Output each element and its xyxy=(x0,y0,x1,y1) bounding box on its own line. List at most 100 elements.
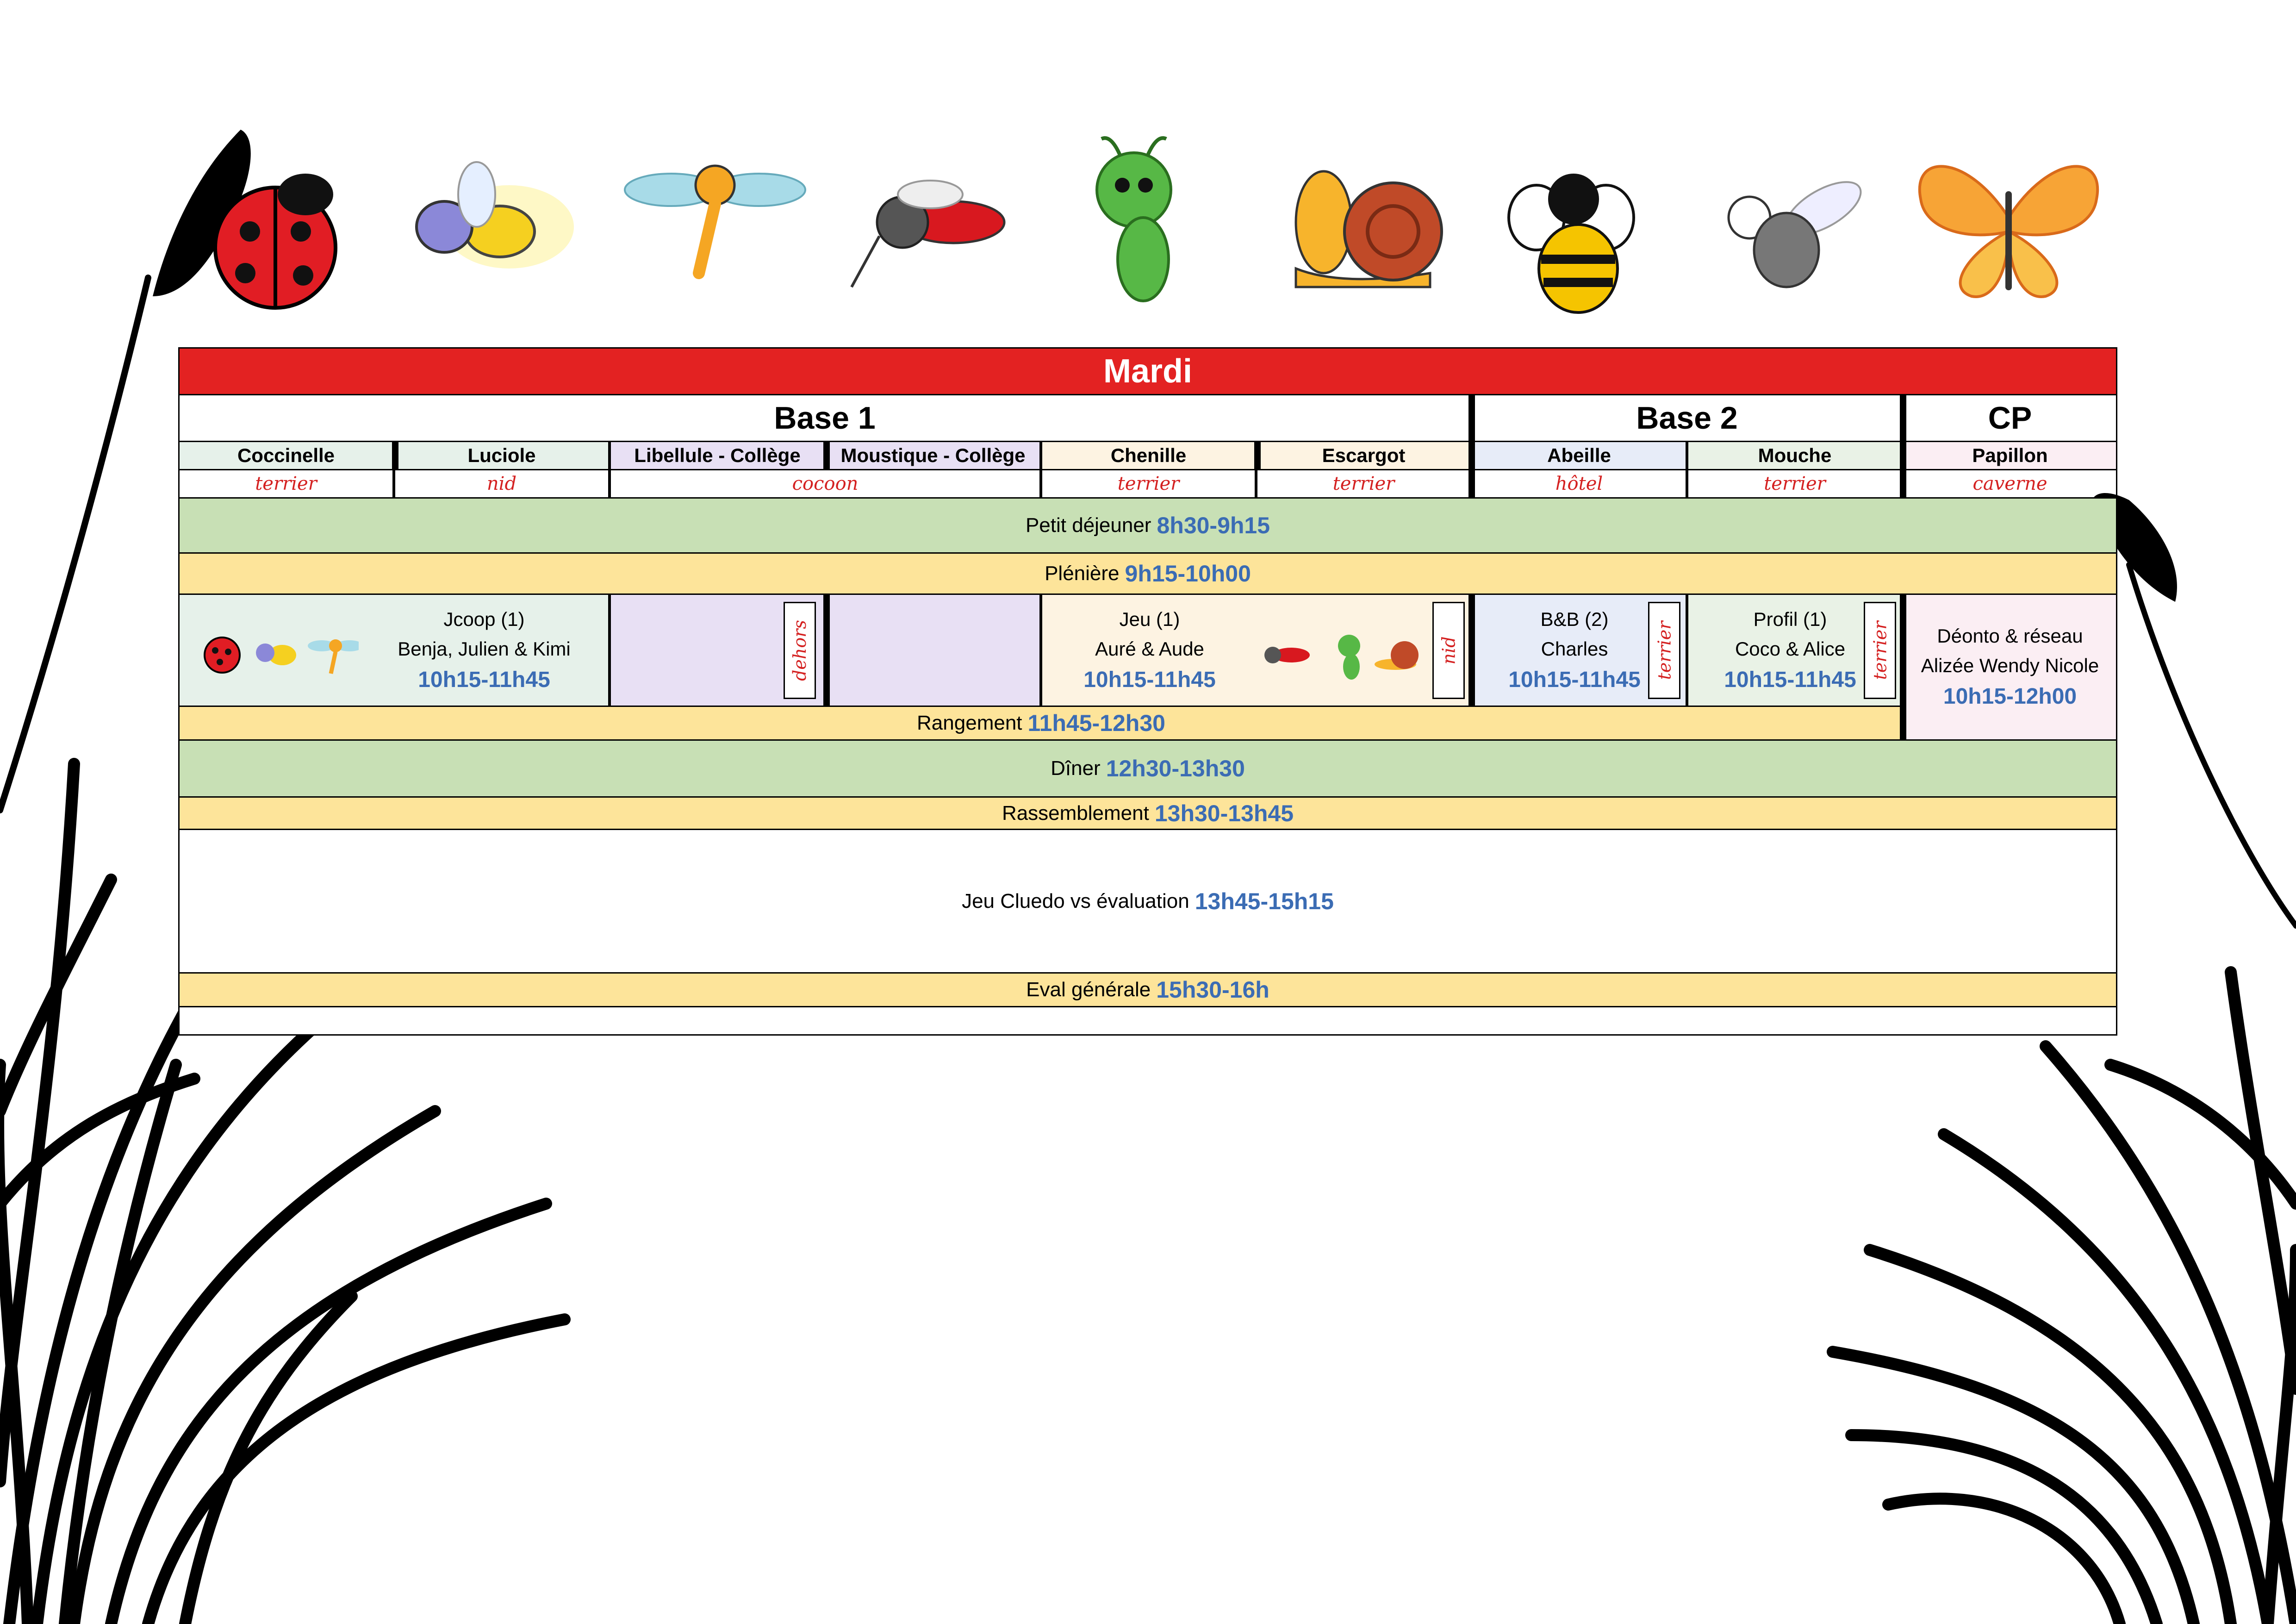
location-text: terrier xyxy=(255,473,317,494)
cp-label: CP xyxy=(1988,400,2032,436)
base-2-header: Base 2 xyxy=(1471,394,1903,442)
location-chenille: terrier xyxy=(1041,469,1256,499)
group-name: Coccinelle xyxy=(237,444,335,466)
row-label: Rassemblement xyxy=(1002,801,1149,824)
activity-title: Jeu (1) xyxy=(1119,608,1180,630)
dragonfly-icon xyxy=(624,164,806,279)
base-2-label: Base 2 xyxy=(1636,400,1738,436)
tag-dehors: dehors xyxy=(784,602,816,699)
location-text: terrier xyxy=(1117,473,1180,494)
location-papillon: caverne xyxy=(1903,469,2117,499)
tag-text: nid xyxy=(1438,636,1459,665)
group-name: Chenille xyxy=(1110,444,1187,466)
location-escargot: terrier xyxy=(1256,469,1471,499)
day-title: Mardi xyxy=(1103,353,1193,390)
activity-people: Alizée Wendy Nicole xyxy=(1921,655,2099,676)
bee-icon xyxy=(1507,174,1635,314)
row-label: Petit déjeuner xyxy=(1025,514,1151,537)
activity-people: Charles xyxy=(1541,637,1608,660)
tag-profil-terrier: terrier xyxy=(1864,602,1896,699)
jeu-insects-icons xyxy=(1264,635,1419,680)
separator xyxy=(1254,441,1261,470)
firefly-small-icon xyxy=(256,643,296,665)
separator xyxy=(392,441,398,470)
activity-title: Déonto & réseau xyxy=(1937,625,2083,647)
base-1-label: Base 1 xyxy=(774,400,876,436)
mosquito-small-icon xyxy=(1264,647,1310,663)
row-label: Plénière xyxy=(1045,562,1120,585)
row-label: Eval générale xyxy=(1026,978,1151,1001)
group-moustique: Moustique - Collège xyxy=(825,441,1041,470)
activity-title: Jcoop (1) xyxy=(443,608,525,630)
row-label: Dîner xyxy=(1051,757,1101,780)
tag-text: terrier xyxy=(1870,621,1890,680)
activity-deonto: Déonto & réseau Alizée Wendy Nicole 10h1… xyxy=(1903,593,2117,741)
group-escargot: Escargot xyxy=(1256,441,1471,470)
location-text: nid xyxy=(486,473,517,494)
group-chenille: Chenille xyxy=(1041,441,1256,470)
row-time: 13h45-15h15 xyxy=(1195,888,1334,914)
snail-icon xyxy=(1294,170,1443,288)
row-time: 15h30-16h xyxy=(1156,977,1269,1003)
row-time: 9h15-10h00 xyxy=(1125,561,1251,587)
activity-time: 10h15-11h45 xyxy=(1083,667,1216,692)
group-name: Mouche xyxy=(1758,444,1832,466)
group-name: Escargot xyxy=(1322,444,1406,466)
group-mouche: Mouche xyxy=(1687,441,1903,470)
ladybug-small-icon xyxy=(204,637,241,674)
location-text: terrier xyxy=(1332,473,1395,494)
group-name: Papillon xyxy=(1972,444,2048,466)
row-label: Jeu Cluedo vs évaluation xyxy=(962,889,1189,912)
butterfly-icon xyxy=(1918,165,2099,298)
activity-title: B&B (2) xyxy=(1540,608,1609,630)
location-coccinelle: terrier xyxy=(178,469,394,499)
row-time: 11h45-12h30 xyxy=(1027,710,1165,736)
activity-time: 10h15-11h45 xyxy=(1724,667,1856,692)
location-text: caverne xyxy=(1972,473,2047,494)
tag-bb-terrier: terrier xyxy=(1648,602,1680,699)
location-text: cocoon xyxy=(792,473,859,494)
group-abeille: Abeille xyxy=(1471,441,1687,470)
activity-jcoop: Jcoop (1) Benja, Julien & Kimi 10h15-11h… xyxy=(178,593,610,707)
separator xyxy=(1468,593,1475,707)
tag-jeu-nid: nid xyxy=(1432,602,1465,699)
location-mouche: terrier xyxy=(1687,469,1903,499)
separator xyxy=(1900,593,1906,741)
base-1-header: Base 1 xyxy=(178,394,1471,442)
row-label: Rangement xyxy=(917,712,1022,734)
location-abeille: hôtel xyxy=(1471,469,1687,499)
tag-text: dehors xyxy=(790,620,810,681)
row-cluedo: Jeu Cluedo vs évaluation 13h45-15h15 xyxy=(178,829,2117,974)
day-header: Mardi xyxy=(178,347,2117,395)
group-name: Libellule - Collège xyxy=(634,444,801,466)
separator xyxy=(823,593,830,707)
location-text: hôtel xyxy=(1555,473,1603,494)
tag-text: terrier xyxy=(1654,621,1674,680)
activity-title: Profil (1) xyxy=(1753,608,1827,630)
activity-moustique-empty xyxy=(825,593,1041,707)
activity-people: Benja, Julien & Kimi xyxy=(398,637,571,660)
activity-time: 10h15-11h45 xyxy=(1508,667,1641,692)
group-name: Abeille xyxy=(1547,444,1611,466)
group-luciole: Luciole xyxy=(394,441,610,470)
group-name: Luciole xyxy=(467,444,536,466)
mosquito-icon xyxy=(850,180,1006,288)
activity-people: Coco & Alice xyxy=(1735,637,1846,660)
row-time: 13h30-13h45 xyxy=(1154,800,1294,826)
separator xyxy=(1900,394,1906,499)
separator xyxy=(1468,394,1475,499)
firefly-icon xyxy=(415,161,574,269)
schedule-table: Mardi Base 1 Base 2 CP Coccinelle Luciol… xyxy=(178,347,2117,1037)
jcoop-insects-icons xyxy=(204,637,359,674)
separator xyxy=(823,441,830,470)
snail-small-icon xyxy=(1375,641,1419,670)
group-name: Moustique - Collège xyxy=(840,444,1026,466)
group-libellule: Libellule - Collège xyxy=(610,441,825,470)
insect-illustrations-row xyxy=(213,136,2099,314)
location-text: terrier xyxy=(1764,473,1826,494)
ladybug-icon xyxy=(213,174,337,310)
